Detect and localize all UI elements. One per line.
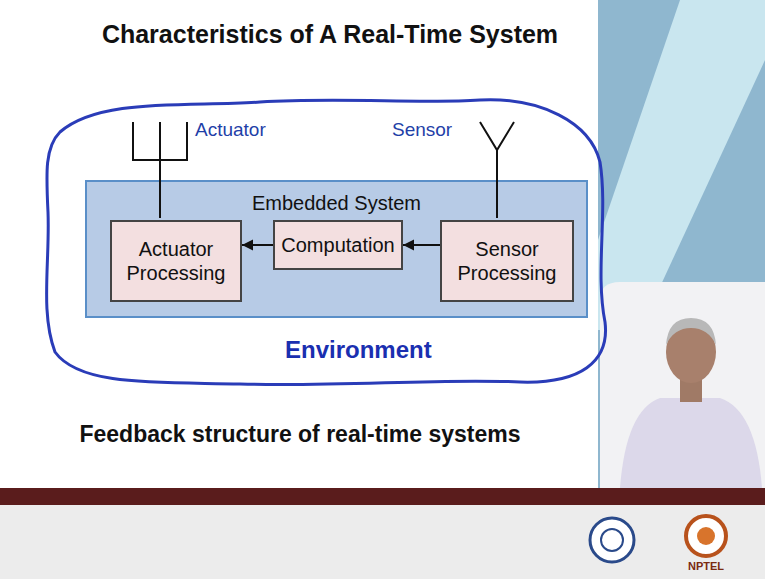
process-box: Sensor Processing (440, 220, 574, 302)
arrow-connector (403, 240, 440, 251)
presenter-shirt (620, 398, 762, 488)
institute-logo-ring (601, 529, 623, 551)
arrowhead (403, 240, 414, 251)
sensor-symbol (480, 122, 514, 218)
presenter-hair (666, 318, 716, 345)
process-box: Actuator Processing (110, 220, 242, 302)
embedded-system-box: Embedded SystemActuator Processing Comput… (85, 180, 588, 318)
institute-logo (590, 518, 634, 562)
slide-caption: Feedback structure of real-time systems (20, 421, 580, 448)
box-label: Computation (281, 233, 394, 257)
box-label: Actuator Processing (112, 237, 240, 285)
box-heading: Embedded System (87, 192, 586, 215)
nptel-logo (686, 516, 726, 556)
logo-text: NPTEL (688, 560, 724, 572)
region-label: Environment (285, 336, 432, 364)
process-box: Computation (273, 220, 403, 270)
nptel-logo-core (697, 527, 715, 545)
connector-line (242, 244, 273, 246)
side-panel (598, 0, 765, 488)
environment-outline-path (47, 100, 606, 385)
side-stripe (598, 0, 765, 330)
presenter-frame (600, 282, 765, 488)
environment-region: Environment Embedded SystemActuator Proce… (40, 92, 615, 392)
bottom-bar (0, 488, 765, 505)
arrow-connector (242, 240, 273, 251)
slide-title: Characteristics of A Real-Time System (0, 20, 660, 49)
box-label: Sensor Processing (442, 237, 572, 285)
symbol-label: Actuator (195, 119, 266, 141)
arrowhead (242, 240, 253, 251)
actuator-symbol (133, 122, 187, 218)
symbol-label: Sensor (392, 119, 452, 141)
connector-line (403, 244, 440, 246)
footer-ground (0, 505, 765, 579)
